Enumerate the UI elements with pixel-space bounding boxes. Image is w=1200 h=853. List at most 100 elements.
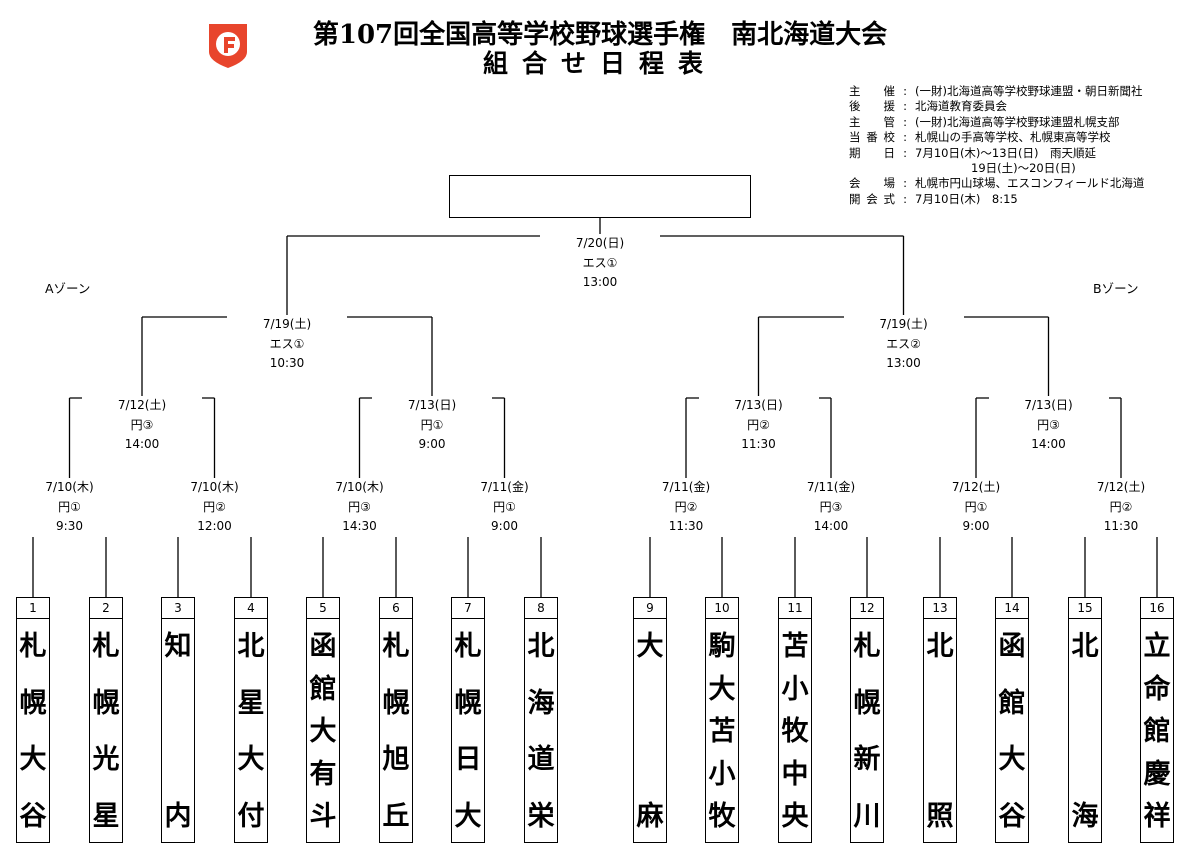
team-name-char: 大: [636, 631, 664, 662]
team-name-char: 立: [1143, 631, 1171, 662]
match-date: 7/19(土): [879, 317, 928, 331]
team-name: 苫小牧中央: [779, 619, 811, 839]
zone-a-label: Aゾーン: [45, 281, 91, 296]
info-value: (一財)北海道高等学校野球連盟札幌支部: [915, 114, 1120, 129]
team-name: 函館大有斗: [307, 619, 339, 839]
team-name-char: 央: [781, 801, 809, 832]
match-venue: 円②: [747, 417, 770, 432]
team-name-char: 函: [309, 631, 337, 662]
team-name-char: 内: [164, 800, 192, 832]
team-name-char: 北: [926, 631, 954, 662]
tournament-title: 第107回全国高等学校野球選手権 南北海道大会: [312, 20, 888, 50]
match-venue: エス①: [269, 336, 305, 351]
team-name-char: 幌: [454, 687, 482, 719]
team-number: 9: [634, 598, 666, 619]
team-name-char: 小: [708, 758, 736, 790]
info-row: 主管:(一財)北海道高等学校野球連盟札幌支部: [849, 115, 1144, 130]
team-name-char: 知: [164, 631, 192, 662]
team-name-char: 小: [781, 673, 809, 705]
match-date: 7/13(日): [407, 398, 457, 412]
team-number: 7: [452, 598, 484, 619]
team-name-char: 札: [19, 631, 47, 662]
match-time: 14:00: [813, 519, 849, 533]
info-colon: :: [903, 191, 907, 206]
second-round-match: 7/13(日) 円② 11:30: [698, 396, 819, 455]
team-name: 知内: [162, 619, 194, 839]
team-name-char: 苫: [781, 631, 809, 662]
match-date: 7/11(金): [480, 480, 529, 494]
team-name-char: 道: [527, 744, 555, 776]
team-name-char: 館: [1143, 716, 1171, 747]
info-colon: :: [903, 176, 907, 191]
info-value: 7月10日(木) 8:15: [915, 191, 1018, 206]
match-time: 11:30: [741, 437, 776, 451]
team-name-char: 大: [998, 744, 1026, 776]
team-name: 駒大苫小牧: [706, 619, 738, 839]
team-name-char: 旭: [382, 744, 410, 776]
federation-logo: [209, 24, 247, 68]
team-name: 札幌新川: [851, 619, 883, 839]
match-time: 11:30: [668, 519, 704, 533]
match-date: 7/13(日): [734, 398, 783, 412]
team-name-char: 北: [237, 631, 265, 662]
info-colon: :: [903, 114, 907, 129]
team-name-char: 札: [92, 631, 120, 662]
team-name-char: 星: [237, 687, 265, 719]
match-time: 11:30: [1103, 519, 1139, 533]
team-number: 1: [17, 598, 49, 619]
match-time: 13:00: [886, 356, 921, 370]
team-number: 16: [1141, 598, 1173, 619]
match-date: 7/13(日): [1024, 398, 1073, 412]
match-venue: 円③: [1037, 417, 1060, 432]
team-number: 8: [525, 598, 557, 619]
match-venue: 円①: [493, 499, 516, 514]
info-label: 当番校: [849, 130, 895, 145]
match-date: 7/11(金): [661, 480, 711, 494]
match-venue: 円②: [1109, 499, 1133, 514]
team-name-char: 幌: [19, 687, 47, 719]
team-name: 北海道栄: [525, 619, 557, 839]
team-name-char: 中: [781, 758, 809, 790]
team-name-char: 札: [853, 631, 881, 662]
team-name-char: 栄: [527, 800, 555, 832]
team-name-char: 館: [998, 687, 1026, 719]
match-venue: 円③: [348, 499, 371, 514]
match-time: 13:00: [582, 275, 618, 289]
match-date: 7/10(木): [335, 480, 384, 494]
team-name-char: 函: [998, 631, 1026, 662]
match-venue: 円①: [964, 499, 988, 514]
info-label: 会場: [849, 176, 895, 191]
team-number: 2: [90, 598, 122, 619]
match-date: 7/20(日): [575, 236, 625, 250]
team-name: 札幌旭丘: [380, 619, 412, 839]
team-name-char: 駒: [708, 631, 736, 662]
team-name-char: 星: [92, 800, 120, 832]
info-colon: :: [903, 145, 907, 160]
team-name-char: 祥: [1143, 801, 1171, 832]
match-time: 14:00: [124, 437, 160, 451]
team-number: 5: [307, 598, 339, 619]
match-venue: エス②: [886, 336, 921, 351]
team-name-char: 有: [309, 758, 337, 790]
team-name: 札幌日大: [452, 619, 484, 839]
info-value: 北海道教育委員会: [915, 99, 1007, 114]
team-name-char: 北: [1071, 631, 1099, 662]
team-name-char: 札: [382, 631, 410, 662]
team-name-char: 牧: [781, 716, 809, 747]
team-name: 北海: [1069, 619, 1101, 839]
info-row: 後援:北海道教育委員会: [849, 99, 1144, 114]
